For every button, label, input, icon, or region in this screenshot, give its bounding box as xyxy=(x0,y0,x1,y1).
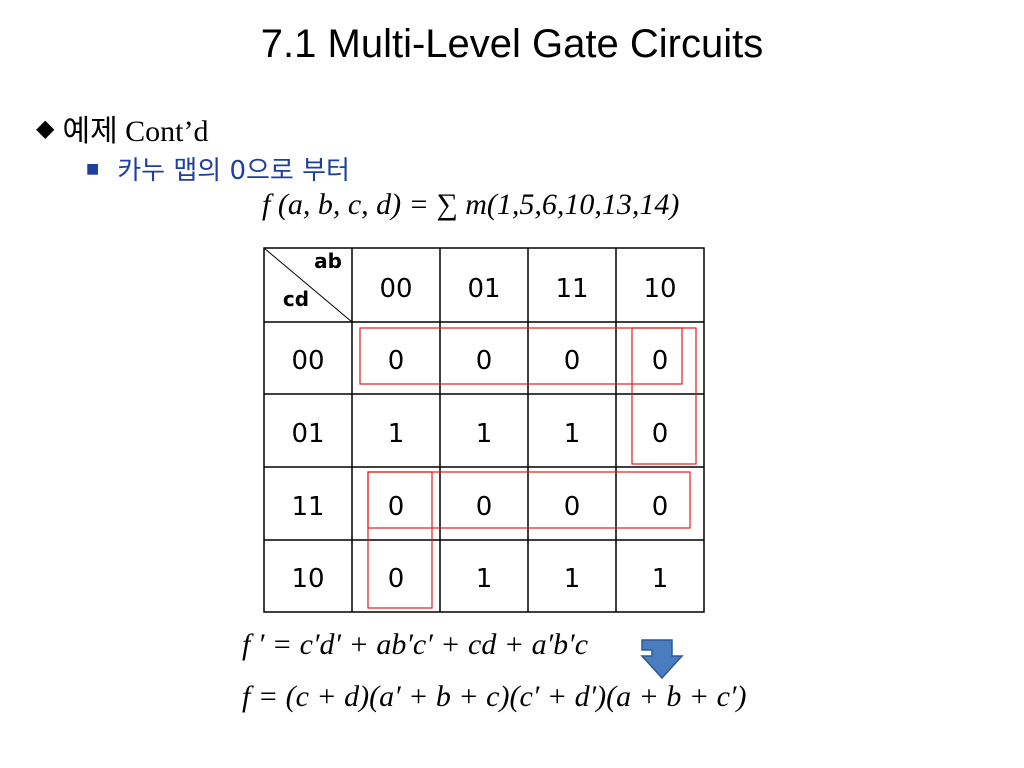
kmap-cell: 0 xyxy=(476,492,493,522)
row-headers: 00 01 11 10 xyxy=(291,346,324,594)
bullet-level1-text: 예제 Cont’d xyxy=(62,115,209,148)
kmap-cell: 1 xyxy=(564,419,581,449)
slide-title: 7.1 Multi-Level Gate Circuits xyxy=(260,22,764,66)
equation-f-pos: f = (c + d)(a′ + b + c)(c′ + d′)(a + b +… xyxy=(242,680,747,713)
kmap-cell: 1 xyxy=(564,564,581,594)
corner-diagonal xyxy=(263,247,353,323)
group-col-10-top xyxy=(631,327,697,465)
column-header: 11 xyxy=(555,274,588,304)
kmap-cell: 0 xyxy=(388,346,405,376)
corner-label-ab: ab xyxy=(314,249,342,273)
equation-f-prime: f ′ = c′d′ + ab′c′ + cd + a′b′c xyxy=(242,628,589,661)
kmap-grid xyxy=(263,247,705,613)
column-header: 01 xyxy=(467,274,500,304)
kmap-cell: 0 xyxy=(564,346,581,376)
equation-minterms: f (a, b, c, d) = ∑ m(1,5,6,10,13,14) xyxy=(262,188,680,221)
kmap-cell: 0 xyxy=(652,346,669,376)
kmap-cells: 0 0 0 0 1 1 1 0 0 0 0 0 0 1 1 1 xyxy=(388,346,669,594)
bullet-level1: ◆ 예제 Cont’d xyxy=(36,106,209,150)
group-row-11 xyxy=(367,471,691,529)
corner-label-cd: cd xyxy=(283,287,309,311)
column-header: 10 xyxy=(643,274,676,304)
row-header: 11 xyxy=(291,492,324,522)
bullet-level2: ■ 카누 맵의 0으로 부터 xyxy=(86,150,350,187)
kmap-cell: 1 xyxy=(652,564,669,594)
kmap-cell: 0 xyxy=(652,419,669,449)
kmap-cell: 1 xyxy=(388,419,405,449)
kmap-cell: 1 xyxy=(476,564,493,594)
kmap-cell: 1 xyxy=(476,419,493,449)
group-col-00-bottom xyxy=(367,471,433,609)
kmap-cell: 0 xyxy=(476,346,493,376)
kmap-cell: 0 xyxy=(652,492,669,522)
kmap-border xyxy=(263,247,705,613)
kmap-cell: 0 xyxy=(388,564,405,594)
diamond-bullet-icon: ◆ xyxy=(36,115,55,142)
row-header: 10 xyxy=(291,564,324,594)
column-headers: 00 01 11 10 xyxy=(379,274,676,304)
kmap-cell: 0 xyxy=(564,492,581,522)
zero-groups xyxy=(359,327,697,609)
row-header: 00 xyxy=(291,346,324,376)
down-arrow-icon xyxy=(640,639,684,680)
row-header: 01 xyxy=(291,419,324,449)
column-header: 00 xyxy=(379,274,412,304)
group-row-00 xyxy=(359,327,683,385)
kmap-cell: 0 xyxy=(388,492,405,522)
bullet-level2-text: 카누 맵의 0으로 부터 xyxy=(117,156,350,186)
square-bullet-icon: ■ xyxy=(86,160,100,177)
